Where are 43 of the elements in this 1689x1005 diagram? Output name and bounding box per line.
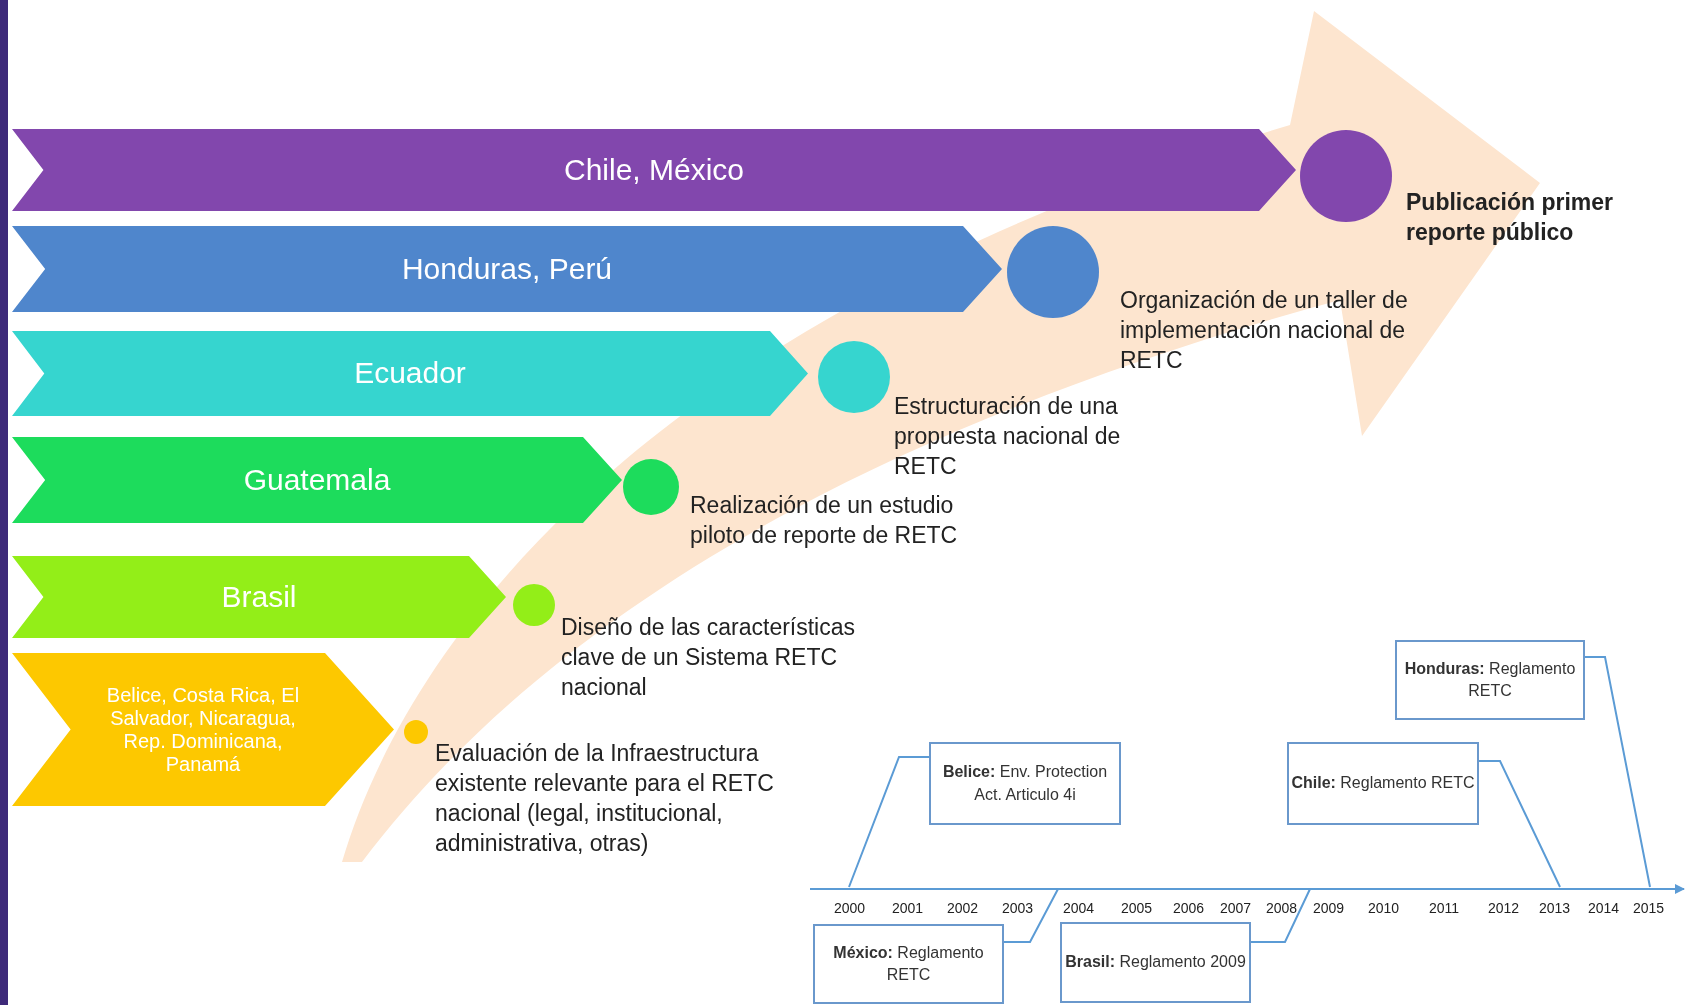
event-box (1060, 922, 1251, 1003)
year-label: 2008 (1266, 900, 1298, 916)
year-label: 2009 (1313, 900, 1345, 916)
event-text: Belice: Env. Protection Act. Articulo 4i (941, 762, 1109, 805)
milestone-text: Estructuración de una propuesta nacional de RETC (894, 392, 1122, 481)
event-text: Chile: Reglamento RETC (1291, 773, 1475, 794)
milestone-text: Organización de un taller de implementación nacional de RETC (1120, 286, 1409, 375)
event-text: Brasil: Reglamento 2009 (1065, 952, 1246, 973)
chevron-label: Chile, México (563, 152, 745, 188)
milestone-text: Realización de un estudio piloto de reporte de RETC (690, 491, 959, 550)
chevron-label: Ecuador (354, 356, 466, 391)
leader-line (1478, 760, 1561, 888)
year-label: 2001 (892, 900, 924, 916)
year-label: 2000 (834, 900, 866, 916)
leader-line (1003, 888, 1059, 943)
year-label: 2002 (947, 900, 979, 916)
year-label: 2004 (1063, 900, 1095, 916)
chevron-label: Honduras, Perú (401, 251, 613, 287)
year-label: 2007 (1220, 900, 1252, 916)
milestone-text: Diseño de las características clave de un Sistema RETC nacional (561, 613, 856, 702)
event-box (1395, 640, 1585, 720)
year-label: 2013 (1539, 900, 1571, 916)
chevron-label: Guatemala (243, 462, 391, 498)
year-label: 2003 (1002, 900, 1034, 916)
leader-line (848, 756, 930, 888)
year-label: 2014 (1588, 900, 1620, 916)
event-text: Honduras: Reglamento RETC (1403, 658, 1577, 701)
chevron-label: Belice, Costa Rica, El Salvador, Nicaragua, Rep. Dominicana, Panamá (105, 683, 301, 776)
event-box (1287, 742, 1479, 825)
leader-line (1584, 656, 1651, 888)
milestone-text: Evaluación de la Infraestructura existente relevante para el RETC nacional (legal, institucional, administrativa, otras) (435, 739, 775, 858)
event-text: México: Reglamento RETC (832, 942, 985, 985)
event-box (929, 742, 1121, 825)
leader-line (1250, 888, 1311, 943)
chevron-label: Brasil (221, 579, 297, 615)
event-box (813, 924, 1004, 1004)
year-label: 2006 (1173, 900, 1205, 916)
year-label: 2011 (1429, 900, 1460, 916)
year-label: 2012 (1488, 900, 1520, 916)
milestone-text: Publicación primer reporte público (1406, 188, 1615, 247)
year-label: 2005 (1121, 900, 1153, 916)
year-label: 2010 (1368, 900, 1400, 916)
year-label: 2015 (1633, 900, 1665, 916)
